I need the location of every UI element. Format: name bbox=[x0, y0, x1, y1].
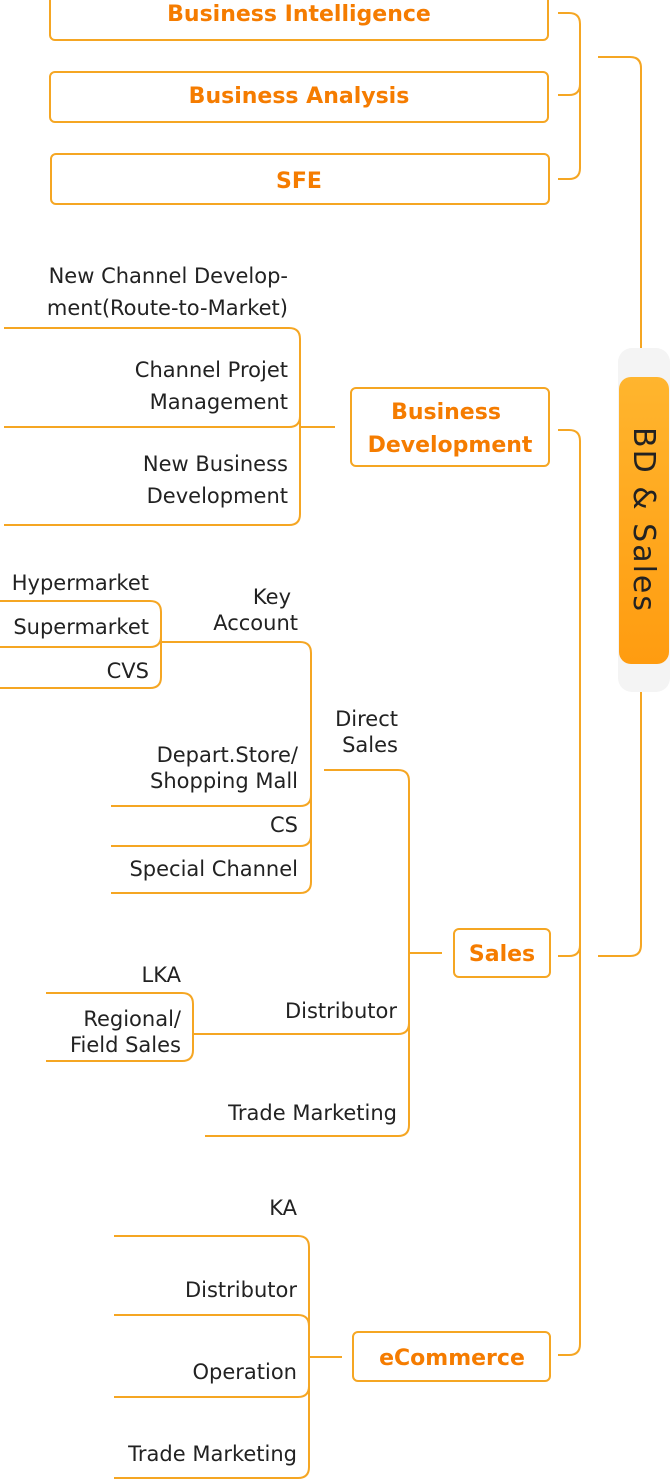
sfe-box[interactable] bbox=[50, 153, 550, 205]
direct-sales-label-1: Direct bbox=[335, 707, 398, 731]
sales-bracket bbox=[205, 769, 410, 1137]
new-channel-label-1: New Channel Develop- bbox=[49, 264, 288, 288]
ecommerce-operation-label: Operation bbox=[192, 1360, 297, 1384]
trade-marketing-label: Trade Marketing bbox=[227, 1101, 397, 1125]
root-connector-bottom bbox=[598, 692, 642, 957]
new-business-label-2: Development bbox=[147, 484, 288, 508]
ecommerce-bracket bbox=[114, 1235, 310, 1479]
key-account-bracket bbox=[0, 600, 176, 689]
regional-label-2: Field Sales bbox=[70, 1033, 181, 1057]
root-connector-top bbox=[598, 56, 642, 348]
business-analysis-box[interactable] bbox=[49, 71, 549, 123]
depart-store-label-2: Shopping Mall bbox=[150, 769, 298, 793]
business-analysis-label: Business Analysis bbox=[189, 84, 410, 109]
ecommerce-label: eCommerce bbox=[379, 1346, 525, 1371]
ecommerce-trade-marketing-label: Trade Marketing bbox=[127, 1442, 297, 1466]
channel-projet-label-1: Channel Projet bbox=[135, 358, 288, 382]
cs-label: CS bbox=[270, 813, 298, 837]
distributor-label: Distributor bbox=[285, 999, 397, 1023]
business-development-label-1: Business bbox=[391, 400, 501, 425]
business-intelligence-box[interactable] bbox=[49, 0, 549, 41]
bi-bracket bbox=[558, 12, 581, 180]
key-account-label-2: Account bbox=[213, 611, 298, 635]
key-account-label-1: Key bbox=[253, 585, 291, 609]
regional-label-1: Regional/ bbox=[83, 1007, 182, 1031]
root-label: BD & Sales bbox=[626, 427, 661, 613]
direct-sales-bracket bbox=[111, 641, 312, 894]
ecommerce-box[interactable] bbox=[352, 1331, 551, 1382]
direct-sales-label-2: Sales bbox=[342, 733, 398, 757]
distributor-bracket bbox=[46, 992, 205, 1062]
lka-label: LKA bbox=[142, 963, 182, 987]
bd-bracket bbox=[4, 327, 301, 526]
bd-sales-bracket bbox=[558, 429, 581, 1356]
sfe-label: SFE bbox=[276, 169, 322, 194]
cvs-label: CVS bbox=[107, 659, 149, 683]
new-business-label-1: New Business bbox=[143, 452, 288, 476]
business-development-label-2: Development bbox=[368, 433, 533, 458]
special-channel-label: Special Channel bbox=[129, 857, 298, 881]
root-node[interactable] bbox=[619, 377, 669, 664]
sales-label: Sales bbox=[469, 942, 535, 967]
new-channel-label-2: ment(Route-to-Market) bbox=[47, 296, 288, 320]
business-development-box[interactable] bbox=[350, 387, 550, 467]
supermarket-label: Supermarket bbox=[13, 615, 149, 639]
business-intelligence-label: Business Intelligence bbox=[167, 2, 431, 27]
hypermarket-label: Hypermarket bbox=[12, 571, 149, 595]
depart-store-label-1: Depart.Store/ bbox=[157, 743, 299, 767]
ecommerce-distributor-label: Distributor bbox=[185, 1278, 297, 1302]
sales-box[interactable] bbox=[453, 928, 551, 978]
channel-projet-label-2: Management bbox=[150, 390, 288, 414]
ecommerce-ka-label: KA bbox=[269, 1196, 297, 1220]
